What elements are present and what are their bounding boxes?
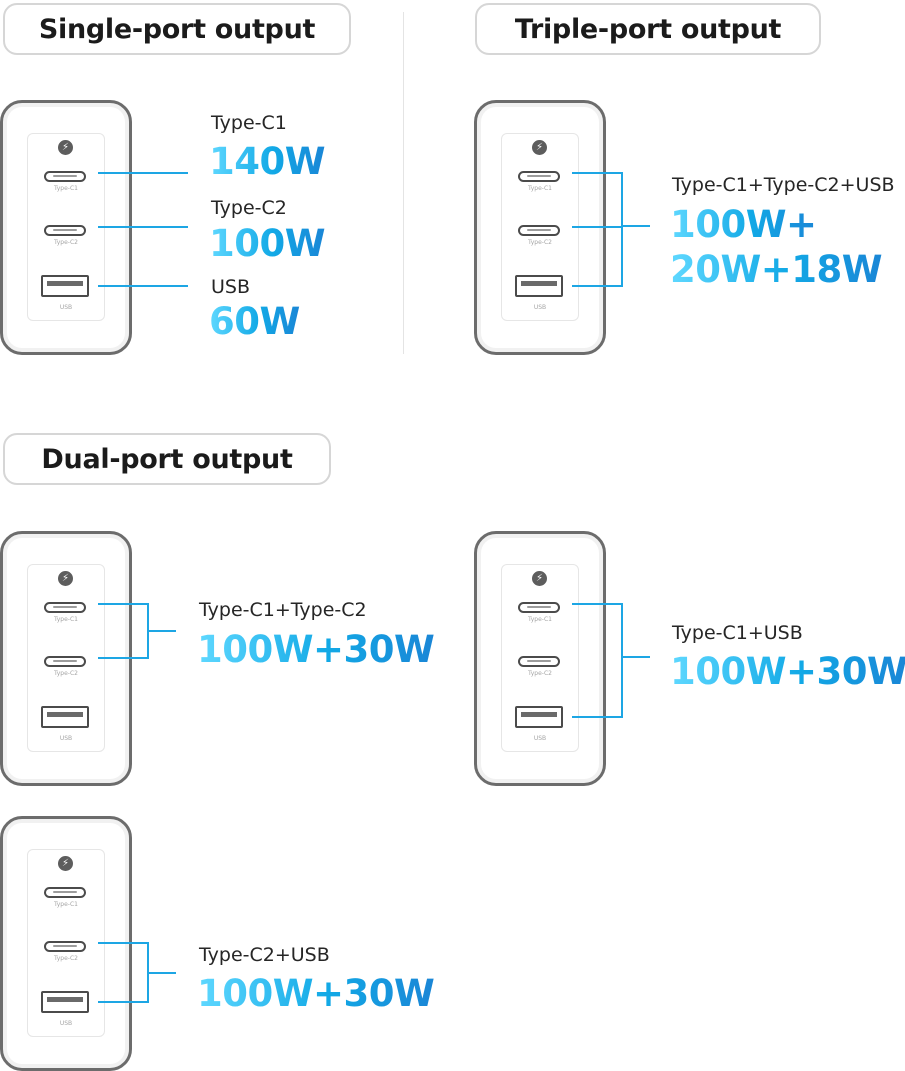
type-c2-port — [44, 225, 86, 236]
single-port-heading: Single-port output — [3, 3, 351, 55]
type-c1-port-label: Type-C1 — [528, 185, 552, 192]
dual-c1-c2-label: Type-C1+Type-C2 — [199, 599, 367, 621]
type-c2-port-label: Type-C2 — [54, 670, 78, 677]
triple-label: Type-C1+Type-C2+USB — [672, 174, 895, 196]
usb-a-port — [515, 706, 563, 728]
dual-c2-usb-watt: 100W+30W — [197, 972, 435, 1015]
brand-logo-icon: ⚡ — [58, 856, 73, 871]
usb-a-port — [41, 991, 89, 1013]
single-c1-watt: 140W — [209, 140, 326, 183]
charger-face: ⚡ Type-C1 Type-C2 USB — [501, 564, 579, 752]
type-c2-port — [518, 225, 560, 236]
usb-a-port — [41, 275, 89, 297]
type-c1-port-label: Type-C1 — [528, 616, 552, 623]
usb-a-port — [41, 706, 89, 728]
type-c1-port-label: Type-C1 — [54, 616, 78, 623]
dual-c1-usb-label: Type-C1+USB — [672, 622, 803, 644]
usb-port-label: USB — [59, 304, 73, 311]
type-c1-port — [518, 171, 560, 182]
dual-c1-c2-watt: 100W+30W — [197, 628, 435, 671]
type-c1-port — [44, 171, 86, 182]
type-c1-port — [44, 602, 86, 613]
type-c2-port-label: Type-C2 — [528, 239, 552, 246]
single-usb-watt: 60W — [209, 300, 300, 343]
type-c1-port — [44, 887, 86, 898]
usb-port-label: USB — [59, 735, 73, 742]
brand-logo-icon: ⚡ — [532, 140, 547, 155]
dual-c1-usb-watt: 100W+30W — [670, 650, 905, 694]
single-c1-label: Type-C1 — [211, 112, 287, 134]
type-c2-port-label: Type-C2 — [528, 670, 552, 677]
dual-c2-usb-label: Type-C2+USB — [199, 944, 330, 966]
brand-logo-icon: ⚡ — [532, 571, 547, 586]
triple-watt-line1: 100W+ — [670, 203, 817, 246]
triple-port-heading: Triple-port output — [475, 3, 821, 55]
connector-dual-c1-c2 — [98, 603, 176, 659]
type-c2-port — [44, 941, 86, 952]
usb-port-label: USB — [533, 304, 547, 311]
type-c1-port-label: Type-C1 — [54, 185, 78, 192]
triple-watt-line2: 20W+18W — [670, 248, 883, 291]
connector-dual-c2-usb — [98, 942, 176, 1003]
connector-triple-bracket — [572, 172, 650, 287]
type-c1-port — [518, 602, 560, 613]
usb-port-label: USB — [59, 1020, 73, 1027]
usb-port-label: USB — [533, 735, 547, 742]
brand-logo-icon: ⚡ — [58, 571, 73, 586]
charger-dual-c1-usb: ⚡ Type-C1 Type-C2 USB — [474, 531, 606, 786]
brand-logo-icon: ⚡ — [58, 140, 73, 155]
single-c2-label: Type-C2 — [211, 197, 287, 219]
single-c2-watt: 100W — [209, 222, 326, 265]
type-c2-port — [518, 656, 560, 667]
type-c2-port — [44, 656, 86, 667]
single-usb-label: USB — [211, 276, 251, 298]
type-c2-port-label: Type-C2 — [54, 955, 78, 962]
type-c2-port-label: Type-C2 — [54, 239, 78, 246]
section-divider — [403, 12, 404, 354]
dual-port-heading: Dual-port output — [3, 433, 331, 485]
usb-a-port — [515, 275, 563, 297]
type-c1-port-label: Type-C1 — [54, 901, 78, 908]
connector-dual-c1-usb — [572, 603, 650, 718]
